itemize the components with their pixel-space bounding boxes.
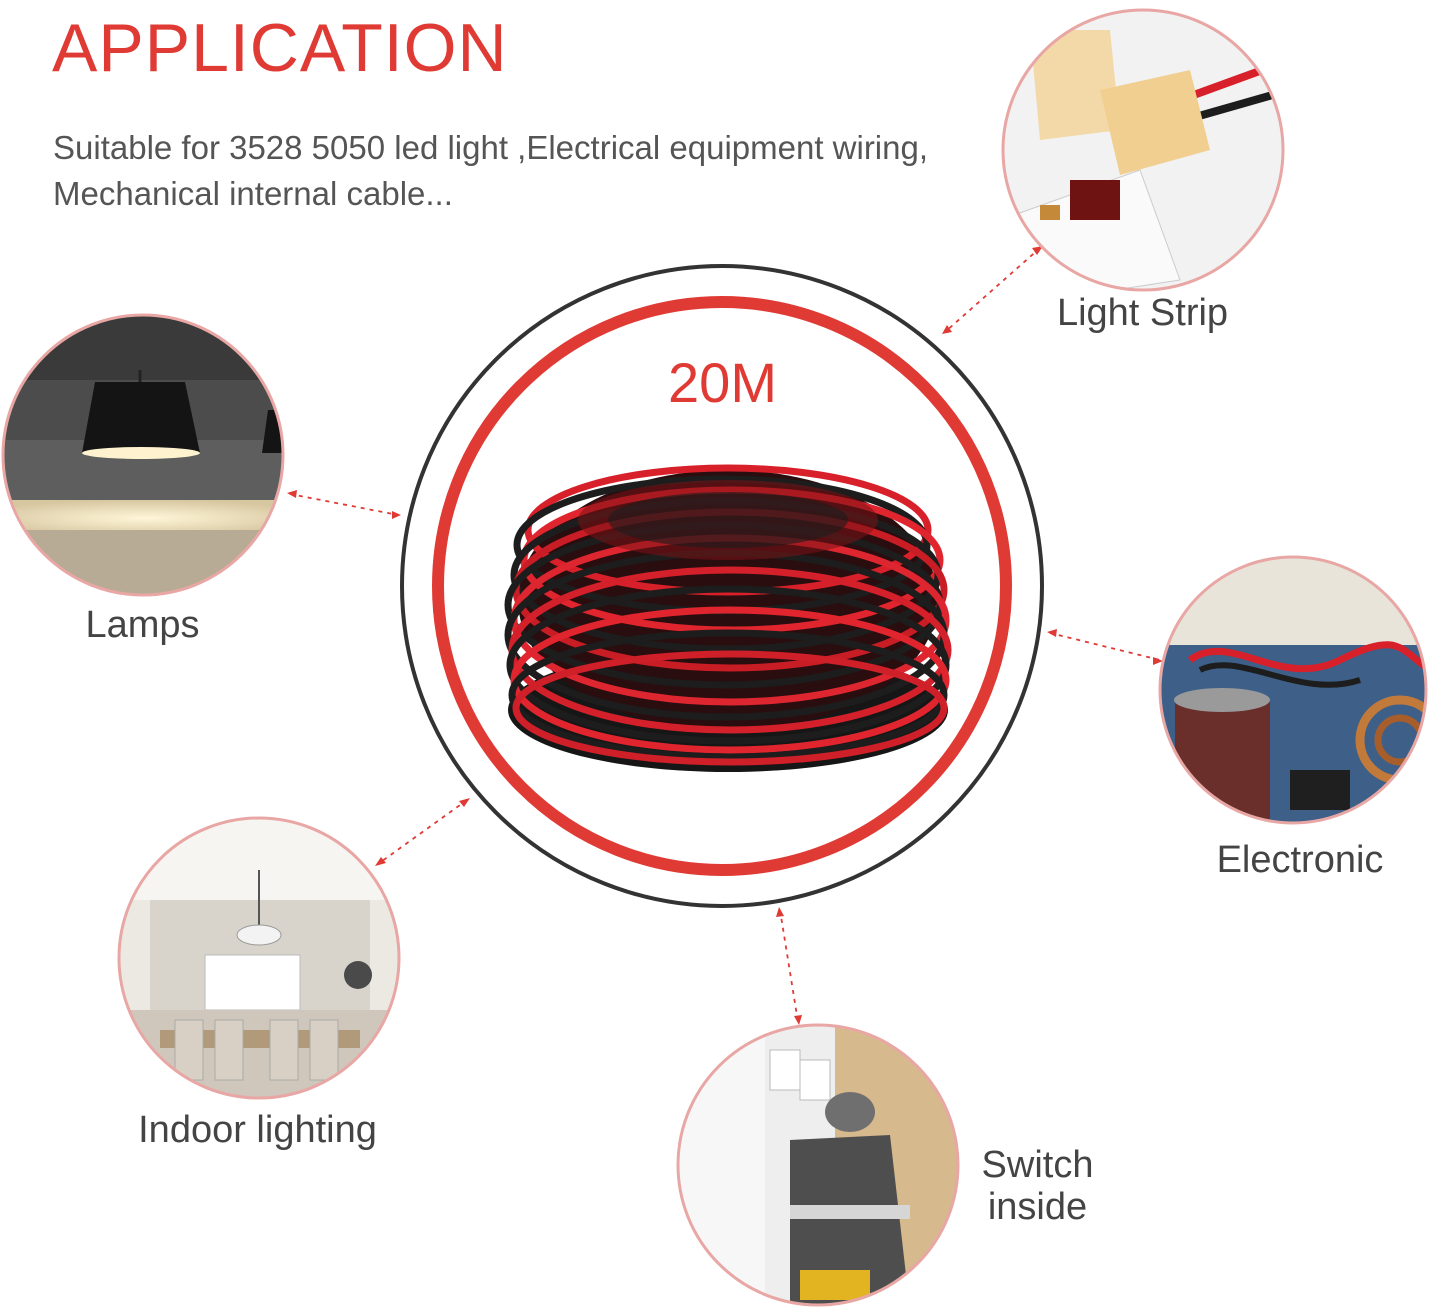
wire-coil-image xyxy=(504,464,952,772)
light-strip-label: Light Strip xyxy=(1056,292,1229,334)
lamps-label: Lamps xyxy=(85,604,200,646)
description-text: Suitable for 3528 5050 led light ,Electr… xyxy=(53,129,929,212)
switch-inside-image xyxy=(678,1025,958,1305)
electronic-image xyxy=(1160,557,1426,823)
length-label: 20M xyxy=(668,351,777,414)
light-strip-image xyxy=(1003,10,1283,290)
inner-ring xyxy=(432,296,1012,876)
electronic-label: Electronic xyxy=(1216,839,1384,881)
arrow-heads xyxy=(287,246,1163,1025)
indoor-lighting-label: Indoor lighting xyxy=(138,1109,377,1151)
switch-inside-label-line1: Switch xyxy=(981,1144,1094,1186)
outer-ring xyxy=(400,264,1044,908)
connector-arrows xyxy=(289,247,1161,1023)
lamps-image xyxy=(3,315,283,595)
switch-inside-label: Switch inside xyxy=(970,1144,1105,1229)
switch-inside-label-line2: inside xyxy=(987,1185,1088,1228)
page-title: APPLICATION xyxy=(52,10,508,86)
